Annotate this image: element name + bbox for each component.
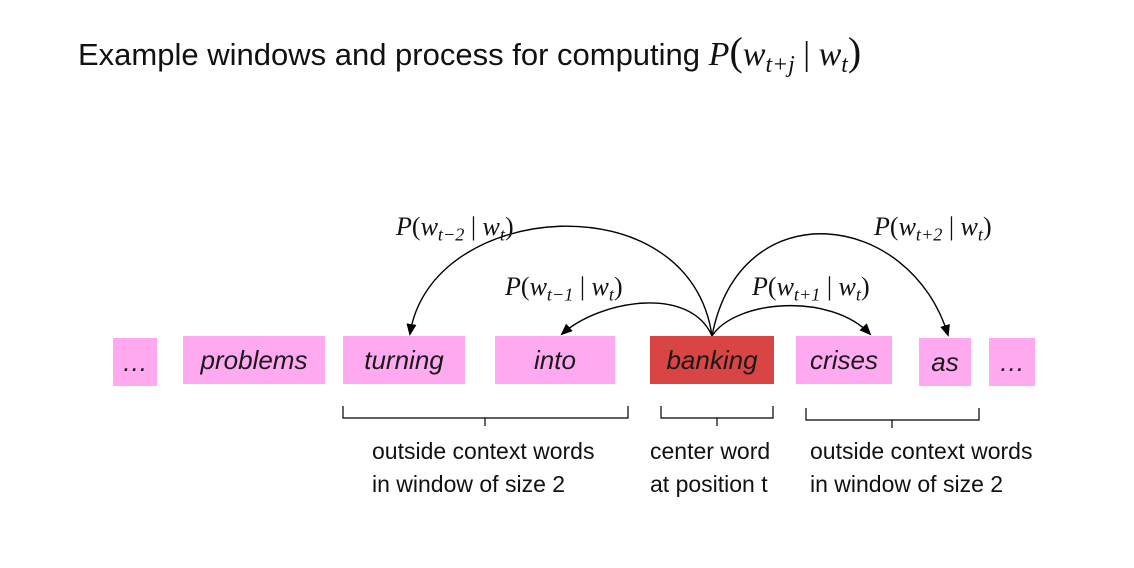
title-text: Example windows and process for computin…	[78, 37, 709, 72]
word-box-crises: crises	[796, 336, 892, 384]
word-box-problems: problems	[183, 336, 325, 384]
arrow-to-turning	[406, 225, 713, 337]
arrow-to-into	[560, 302, 713, 337]
title-formula: P(wt+j | wt)	[708, 29, 862, 79]
word-box-ellipsis-right: …	[989, 338, 1035, 386]
arrow-to-as	[711, 233, 950, 337]
slide-title: Example windows and process for computin…	[78, 28, 862, 79]
word-box-as: as	[919, 338, 971, 386]
word-box-ellipsis-left: …	[113, 338, 157, 386]
prob-label-t-minus-2: P(wt−2 | wt)	[396, 212, 514, 245]
prob-label-t-minus-1: P(wt−1 | wt)	[505, 272, 623, 305]
brace-left	[342, 406, 629, 426]
caption-right-context: outside context words in window of size …	[810, 438, 1033, 497]
brace-center	[660, 406, 774, 426]
caption-center-word: center word at position t	[650, 438, 771, 497]
prob-label-t-plus-1: P(wt+1 | wt)	[752, 272, 870, 305]
word-box-turning: turning	[343, 336, 465, 384]
prob-label-t-plus-2: P(wt+2 | wt)	[874, 212, 992, 245]
caption-left-context: outside context words in window of size …	[372, 438, 595, 497]
word-box-into: into	[495, 336, 615, 384]
brace-right	[805, 408, 980, 428]
arrow-to-crises	[711, 304, 872, 337]
word-box-banking-center: banking	[650, 336, 774, 384]
